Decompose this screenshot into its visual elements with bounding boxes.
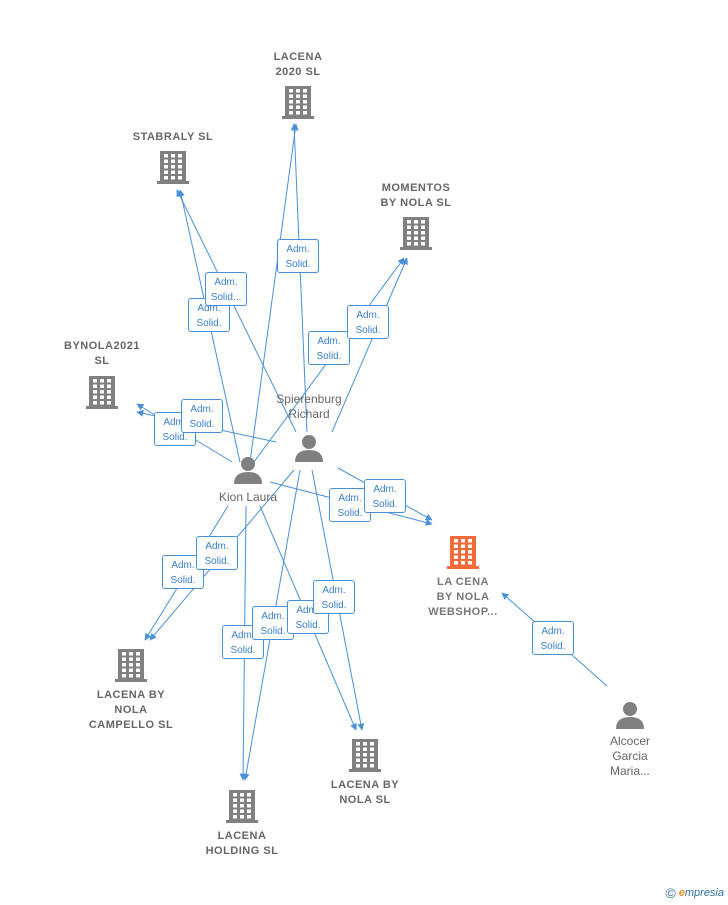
node-label-stabraly[interactable]: STABRALY SL bbox=[132, 131, 214, 143]
edge-label-text: Solid. bbox=[260, 626, 286, 637]
node-label-momentos[interactable]: MOMENTOS BY NOLA SL bbox=[380, 182, 452, 209]
edge-spierenburg-stabraly bbox=[176, 189, 297, 433]
edge-label-text: Solid. bbox=[196, 318, 222, 329]
building-icon[interactable] bbox=[86, 376, 118, 409]
building-icon[interactable] bbox=[115, 649, 147, 682]
edge-label-text: Solid. bbox=[285, 259, 311, 270]
node-label-holding[interactable]: LACENA HOLDING SL bbox=[205, 830, 279, 857]
footer-brand: © empresia bbox=[665, 885, 724, 901]
edge-label-text: Solid. bbox=[204, 556, 230, 567]
node-label-spierenburg[interactable]: Spierenburg Richard bbox=[276, 392, 342, 421]
edge-label-text: Adm. bbox=[541, 626, 565, 637]
building-icon[interactable] bbox=[349, 739, 381, 772]
edge-label-spierenburg-momentos[interactable]: Adm. Solid. bbox=[347, 305, 389, 339]
edge-label-spierenburg-campello[interactable]: Adm. Solid. bbox=[196, 536, 238, 570]
edge-label-text: Adm. bbox=[190, 404, 214, 415]
edge-label-text: Solid. bbox=[372, 499, 398, 510]
node-label-kion[interactable]: Kion Laura bbox=[218, 490, 278, 504]
edge-label-text: Solid. bbox=[230, 645, 256, 656]
edge-label-text: Solid. bbox=[321, 600, 347, 611]
edge-label-text: Solid. bbox=[170, 575, 196, 586]
edge-label-text: Solid. bbox=[162, 432, 188, 443]
edge-spierenburg-lacena2020 bbox=[290, 123, 308, 433]
edge-label-alcocer-lacenawebshop[interactable]: Adm. Solid. bbox=[532, 621, 574, 655]
building-icon[interactable] bbox=[226, 790, 258, 823]
building-icon[interactable] bbox=[157, 151, 189, 184]
brand-logo: empresia bbox=[678, 887, 724, 899]
building-icon[interactable] bbox=[400, 217, 432, 250]
person-icon[interactable] bbox=[295, 435, 323, 462]
building-icon[interactable] bbox=[282, 86, 314, 119]
node-label-campello[interactable]: LACENA BY NOLA CAMPELLO SL bbox=[88, 689, 174, 731]
edge-label-text: Adm. bbox=[338, 493, 362, 504]
edge-label-spierenburg-lacenawebshop[interactable]: Adm. Solid. bbox=[364, 479, 406, 513]
edge-label-text: Solid... bbox=[210, 292, 242, 303]
node-layer bbox=[86, 86, 644, 823]
edge-label-text: Adm. bbox=[171, 560, 195, 571]
edge-label-text: Solid. bbox=[540, 641, 566, 652]
edge-label-text: Adm. bbox=[197, 303, 221, 314]
edge-label-text: Adm. bbox=[261, 611, 285, 622]
edge-label-text: Solid. bbox=[337, 508, 363, 519]
edge-label-text: Adm. bbox=[163, 417, 187, 428]
edge-label-text: Adm. bbox=[205, 541, 229, 552]
edge-label-text: Solid. bbox=[316, 351, 342, 362]
edge-label-spierenburg-lacena2020[interactable]: Adm. Solid. bbox=[277, 239, 319, 273]
node-label-lacenabynola[interactable]: LACENA BY NOLA SL bbox=[330, 779, 400, 806]
edge-spierenburg-momentos bbox=[331, 257, 408, 433]
edge-label-text: Solid. bbox=[189, 419, 215, 430]
edge-label-text: Adm. bbox=[286, 244, 310, 255]
node-label-lacenawebshop[interactable]: LA CENA BY NOLA WEBSHOP... bbox=[428, 576, 498, 618]
node-label-alcocer[interactable]: Alcocer Garcia Maria... bbox=[609, 734, 650, 778]
copyright-symbol: © bbox=[665, 885, 676, 901]
node-label-lacena2020[interactable]: LACENA 2020 SL bbox=[273, 51, 323, 78]
edge-label-text: Adm. bbox=[317, 336, 341, 347]
edge-label-spierenburg-lacenabynola[interactable]: Adm. Solid. bbox=[313, 580, 355, 614]
edge-label-text: Solid. bbox=[355, 325, 381, 336]
edge-label-kion-momentos[interactable]: Adm. Solid. bbox=[308, 331, 350, 365]
edge-label-text: Adm. bbox=[231, 630, 255, 641]
person-icon[interactable] bbox=[234, 457, 262, 484]
person-icon[interactable] bbox=[616, 702, 644, 729]
edge-label-spierenburg-stabraly[interactable]: Adm. Solid... bbox=[205, 272, 247, 306]
edge-label-spierenburg-bynola2021[interactable]: Adm. Solid. bbox=[181, 399, 223, 433]
node-label-bynola2021[interactable]: BYNOLA2021 SL bbox=[64, 340, 140, 367]
edge-label-text: Adm. bbox=[322, 585, 346, 596]
edge-label-text: Adm. bbox=[296, 605, 320, 616]
edge-label-text: Adm. bbox=[214, 277, 238, 288]
edge-kion-lacena2020 bbox=[249, 123, 299, 463]
edge-layer bbox=[136, 123, 608, 781]
building-icon[interactable] bbox=[447, 536, 479, 569]
edge-label-text: Solid. bbox=[295, 620, 321, 631]
edge-label-text: Adm. bbox=[356, 310, 380, 321]
edge-label-text: Adm. bbox=[373, 484, 397, 495]
